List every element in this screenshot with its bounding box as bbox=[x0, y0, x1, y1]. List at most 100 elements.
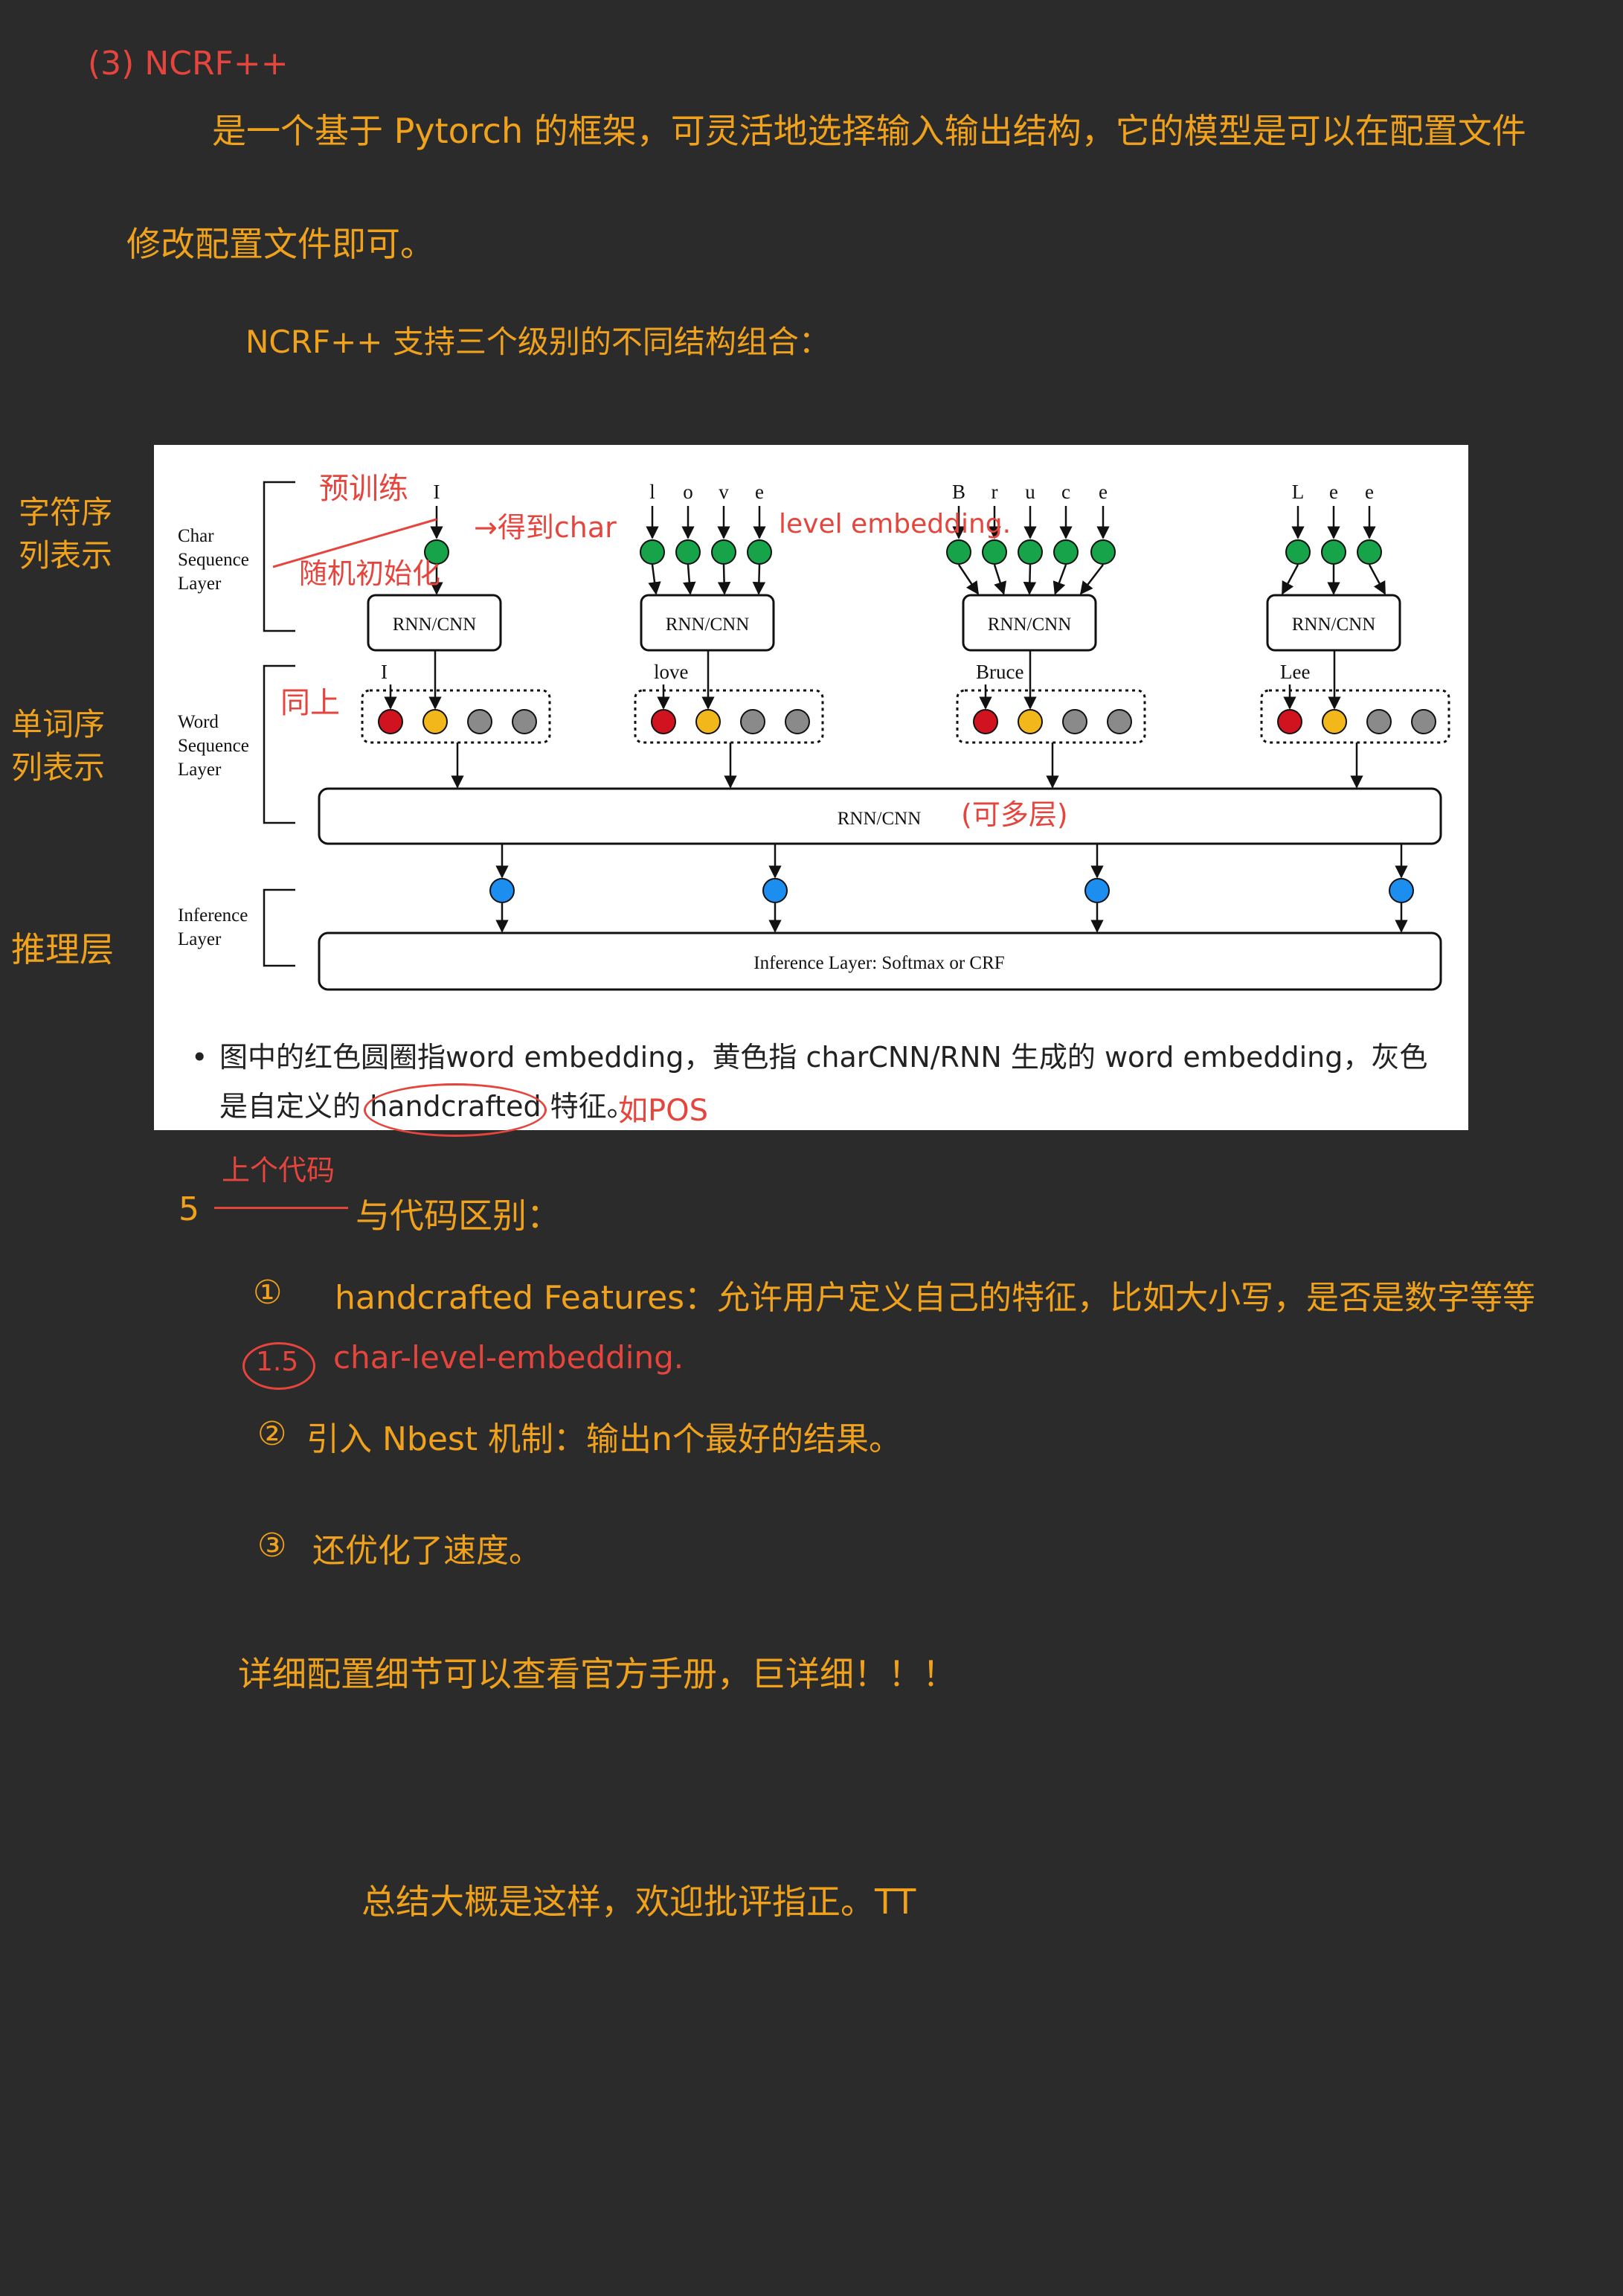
char-to-rnn-arrow-2-3 bbox=[1052, 564, 1067, 595]
char-node-1-0 bbox=[640, 539, 665, 565]
ncrf-architecture-diagram: CharSequenceLayerWordSequenceLayerInfere… bbox=[178, 472, 1450, 991]
char-node-2-2 bbox=[1018, 539, 1043, 565]
char-to-rnn-arrow-1-1 bbox=[683, 564, 696, 595]
inference-layer-label-line-0: Inference bbox=[178, 905, 248, 926]
word-label-3: Lee bbox=[1280, 661, 1310, 683]
note-intro-line1: 是一个基于 Pytorch 的框架，可灵活地选择输入输出结构，它的模型是可以在配… bbox=[212, 111, 1526, 151]
handcrafted-dot-a-1 bbox=[740, 709, 765, 734]
char-to-rnn-arrow-2-2 bbox=[1023, 564, 1037, 595]
inference-layer-bracket bbox=[263, 888, 295, 967]
word-label-0: I bbox=[381, 661, 388, 683]
char-rnn-cnn-label-3: RNN/CNN bbox=[1292, 615, 1376, 635]
char-label-1-2: v bbox=[719, 481, 729, 503]
char-embedding-dot-0 bbox=[422, 709, 448, 734]
annotation-level-embedding: level embedding. bbox=[779, 509, 1011, 539]
char-to-rnn-arrow-3-0 bbox=[1281, 564, 1299, 595]
char-label-3-2: e bbox=[1365, 481, 1374, 503]
annotation-get-char: →得到char bbox=[474, 511, 617, 544]
inference-node-0 bbox=[489, 878, 515, 903]
char-label-2-0: B bbox=[952, 481, 965, 503]
char-node-2-1 bbox=[982, 539, 1007, 565]
char-label-2-1: r bbox=[992, 481, 998, 503]
item-1-label: handcrafted Features：允许用户定义自己的特征，比如大小写，是… bbox=[335, 1279, 1536, 1317]
handcrafted-dot-b-0 bbox=[512, 709, 537, 734]
char-to-rnn-arrow-3-2 bbox=[1368, 564, 1386, 595]
inference-layer-box bbox=[318, 931, 1442, 991]
char-to-rnn-arrow-2-4 bbox=[1079, 564, 1104, 595]
word-layer-bracket bbox=[263, 664, 295, 824]
char-node-3-2 bbox=[1357, 539, 1382, 565]
inference-node-1 bbox=[762, 878, 788, 903]
item-1-5-marker: 1.5 bbox=[256, 1347, 299, 1377]
char-layer-label-line-2: Layer bbox=[178, 574, 222, 594]
char-node-2-0 bbox=[946, 539, 971, 565]
word-embedding-dot-3 bbox=[1277, 709, 1302, 734]
caption-text: 图中的红色圆圈指word embedding，黄色指 charCNN/RNN 生… bbox=[219, 1041, 1428, 1123]
inference-layer-label-text: Inference Layer: Softmax or CRF bbox=[753, 953, 1004, 973]
char-node-1-1 bbox=[675, 539, 701, 565]
char-embedding-dot-2 bbox=[1018, 709, 1043, 734]
handcrafted-dot-b-1 bbox=[785, 709, 810, 734]
word-label-1: love bbox=[654, 661, 689, 683]
char-rnn-cnn-label-2: RNN/CNN bbox=[988, 615, 1072, 635]
item-1-5-marker-ring bbox=[242, 1342, 315, 1390]
handcrafted-highlight-ring bbox=[364, 1083, 547, 1137]
annotation-pretrain: 预训练 bbox=[319, 472, 408, 506]
char-to-rnn-arrow-2-1 bbox=[993, 564, 1007, 595]
word-repr-box-1 bbox=[634, 689, 824, 744]
char-node-1-3 bbox=[747, 539, 772, 565]
differences-annotation: 上个代码 bbox=[222, 1154, 335, 1187]
char-node-3-0 bbox=[1285, 539, 1311, 565]
differences-strike bbox=[214, 1207, 348, 1209]
char-node-2-3 bbox=[1053, 539, 1079, 565]
char-rnn-cnn-label-1: RNN/CNN bbox=[666, 615, 750, 635]
char-layer-label-line-1: Sequence bbox=[178, 550, 249, 570]
handcrafted-dot-b-2 bbox=[1107, 709, 1132, 734]
item-2-label: 引入 Nbest 机制：输出n个最好的结果。 bbox=[306, 1420, 902, 1458]
char-embedding-dot-1 bbox=[695, 709, 721, 734]
word-layer-label-line-1: Sequence bbox=[178, 736, 249, 756]
word-repr-box-0 bbox=[361, 689, 551, 744]
item-3-label: 还优化了速度。 bbox=[312, 1532, 541, 1570]
char-layer-label-line-0: Char bbox=[178, 526, 214, 546]
char-node-1-2 bbox=[711, 539, 736, 565]
word-seq-rnn-cnn-label: RNN/CNN bbox=[838, 809, 922, 829]
note-heading: (3) NCRF++ bbox=[88, 45, 289, 83]
annotation-multi-layer: (可多层) bbox=[961, 798, 1068, 831]
word-embedding-dot-2 bbox=[973, 709, 998, 734]
word-label-2: Bruce bbox=[976, 661, 1023, 683]
char-label-3-1: e bbox=[1329, 481, 1338, 503]
char-node-3-1 bbox=[1321, 539, 1346, 565]
side-label-char-text: 字符序列表示 bbox=[19, 494, 113, 574]
annotation-same-as-above: 同上 bbox=[280, 686, 340, 720]
inference-node-2 bbox=[1084, 878, 1110, 903]
char-label-1-0: l bbox=[649, 481, 655, 503]
handcrafted-dot-a-2 bbox=[1062, 709, 1087, 734]
item-3-marker: ③ bbox=[257, 1527, 287, 1565]
handcrafted-dot-b-3 bbox=[1411, 709, 1436, 734]
item-1-5-label: char-level-embedding. bbox=[333, 1339, 684, 1376]
word-layer-label-line-2: Layer bbox=[178, 760, 222, 780]
char-label-1-3: e bbox=[755, 481, 764, 503]
side-label-word: 单词序列表示 bbox=[11, 703, 130, 789]
char-to-rnn-arrow-2-0 bbox=[957, 564, 980, 595]
inference-node-3 bbox=[1389, 878, 1414, 903]
side-label-inference: 推理层 bbox=[11, 929, 114, 969]
word-repr-box-3 bbox=[1260, 689, 1450, 744]
char-node-2-4 bbox=[1090, 539, 1116, 565]
word-repr-box-2 bbox=[956, 689, 1146, 744]
inference-layer-label-line-1: Layer bbox=[178, 929, 222, 949]
note-supports: NCRF++ 支持三个级别的不同结构组合： bbox=[245, 324, 830, 360]
char-layer-bracket bbox=[263, 481, 295, 632]
word-embedding-dot-0 bbox=[378, 709, 403, 734]
char-node-0-0 bbox=[424, 539, 449, 565]
word-embedding-dot-1 bbox=[651, 709, 676, 734]
handcrafted-dot-a-0 bbox=[467, 709, 492, 734]
caption-bullet: • bbox=[191, 1041, 208, 1074]
handcrafted-dot-a-3 bbox=[1366, 709, 1392, 734]
word-seq-rnn-cnn-box bbox=[318, 787, 1442, 845]
side-label-char: 字符序列表示 bbox=[19, 491, 138, 577]
item-1-marker: ① bbox=[253, 1274, 283, 1312]
annotation-random-init: 随机初始化 bbox=[299, 557, 440, 590]
